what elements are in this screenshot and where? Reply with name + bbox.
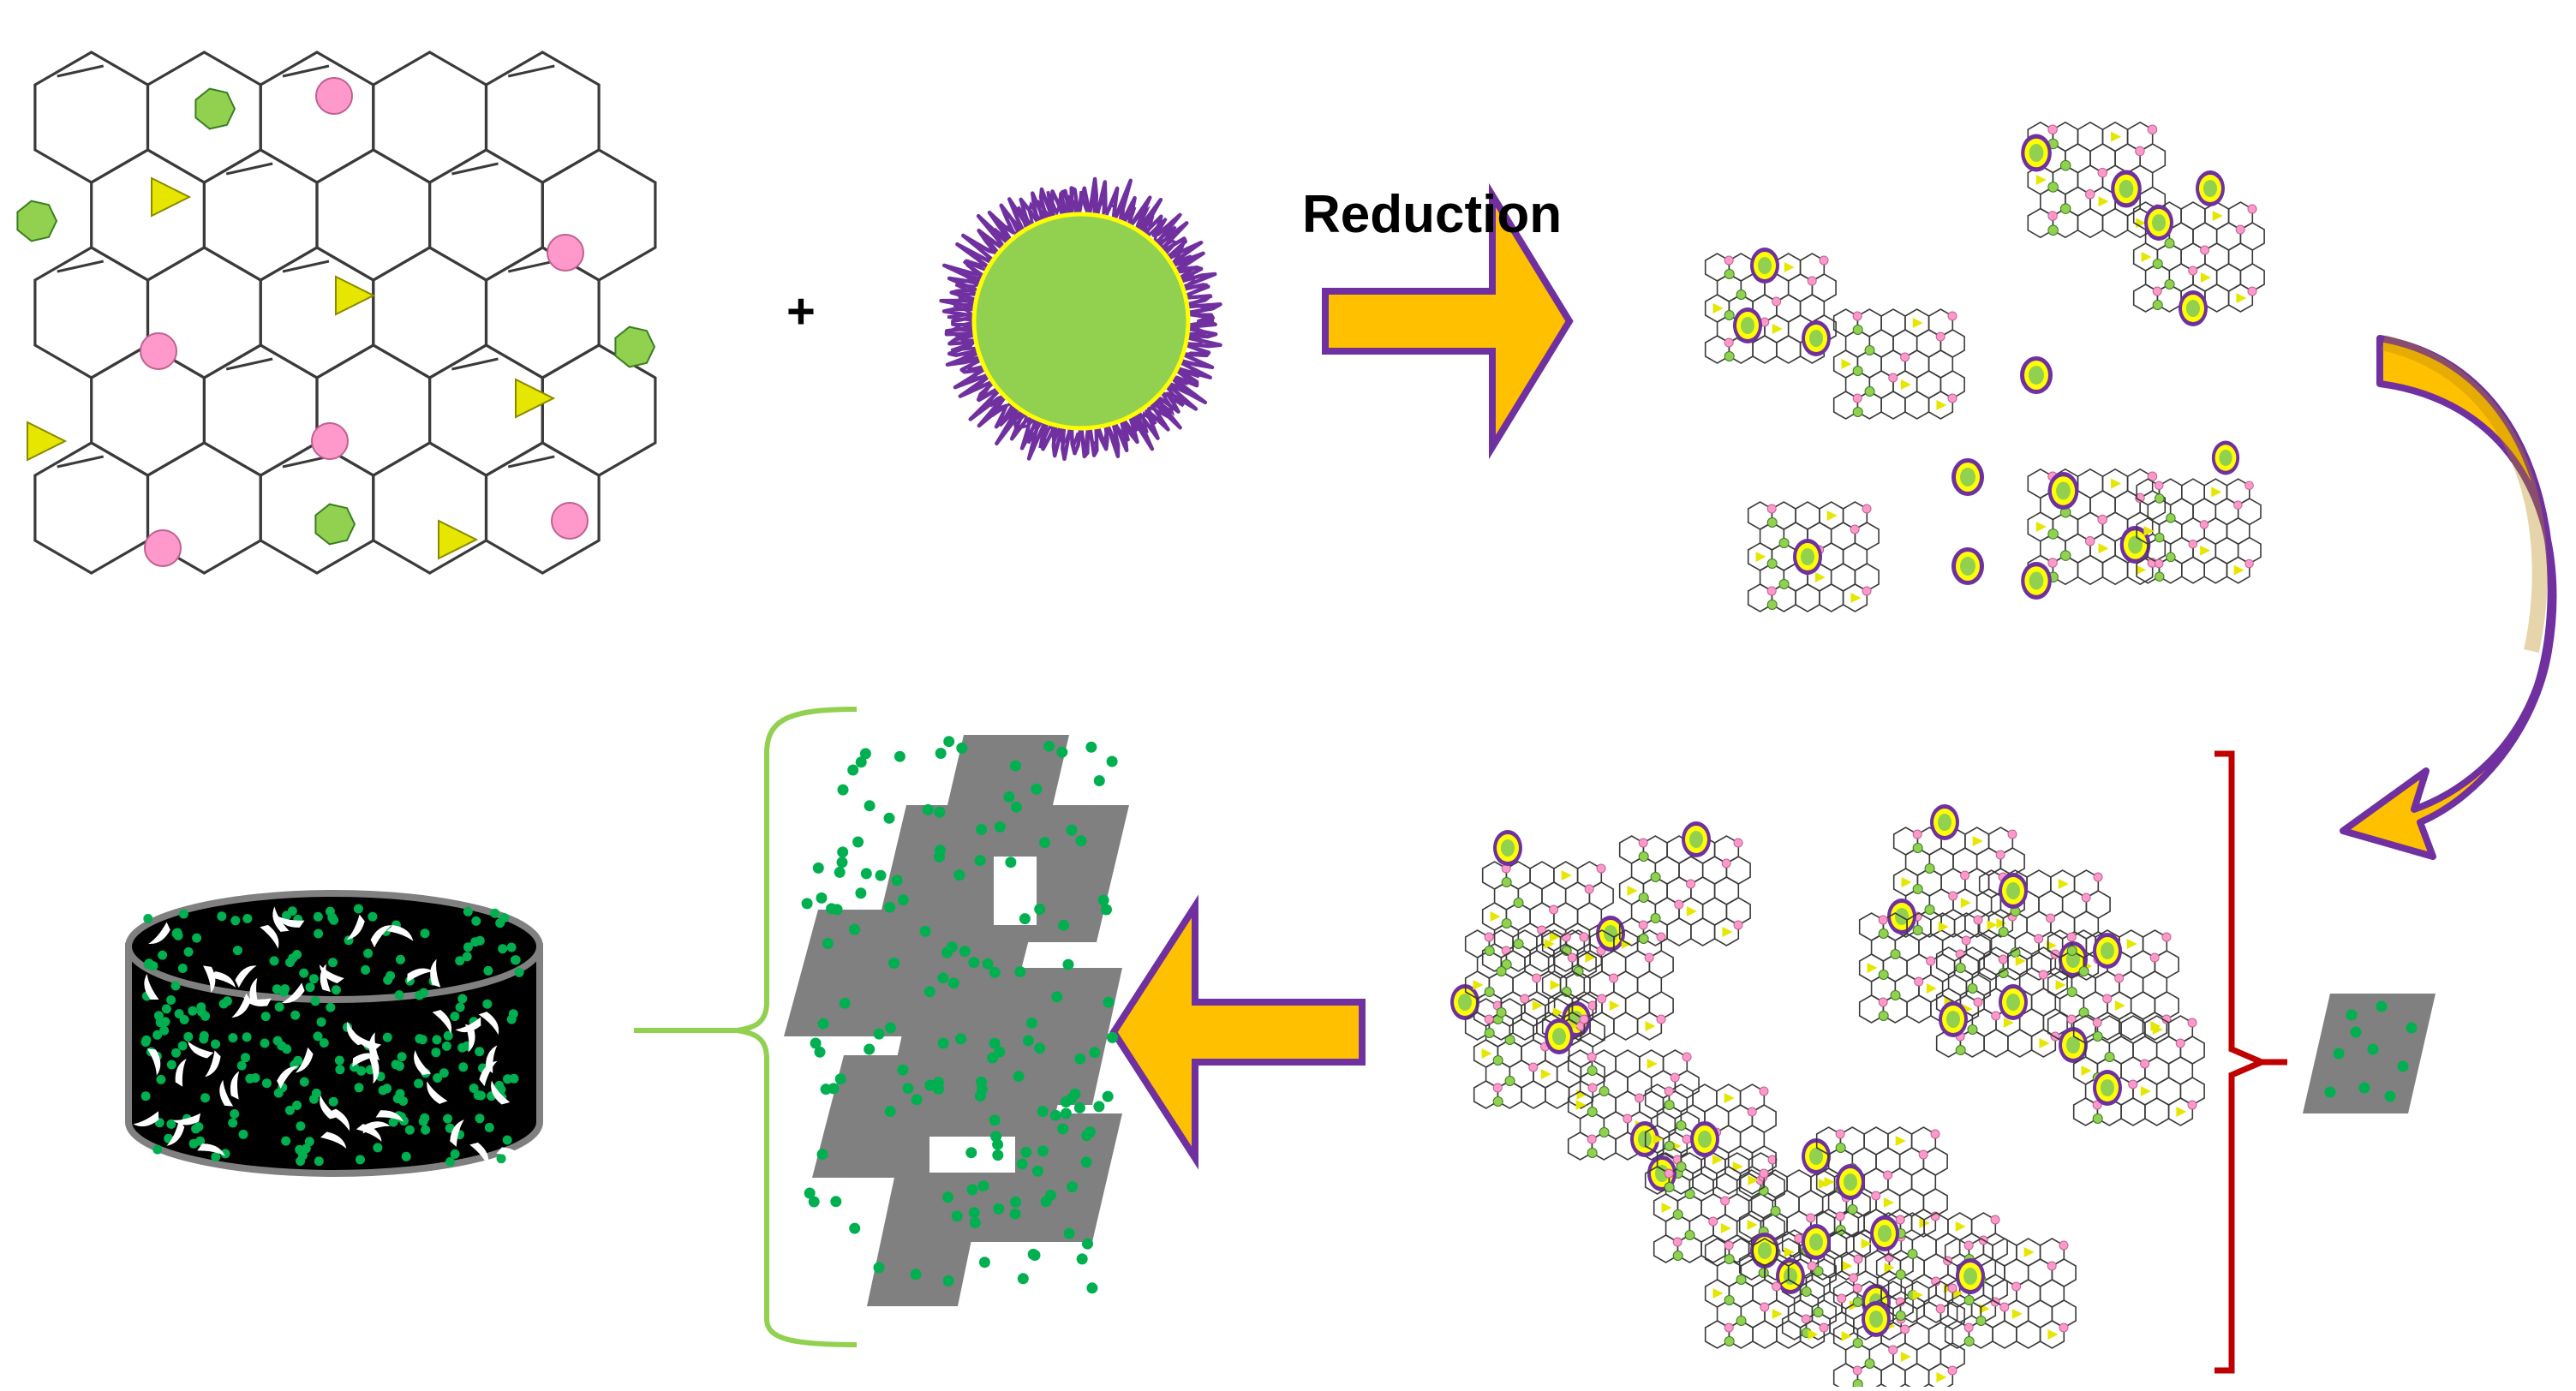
stacked-dotted-sheet-icon [784,735,1129,1306]
polymer-coated-nanoparticle-icon [939,176,1222,462]
graphene-oxide-lattice-icon [16,51,657,575]
assembly-arrow [1109,894,1366,1170]
green-bracket [634,707,858,1347]
decorated-sheet-cluster-icon [1704,121,2265,612]
reduction-arrow [1322,182,1574,460]
reduction-label: Reduction [1302,185,1563,244]
single-dotted-sheet-icon [2303,994,2436,1113]
decorated-sheet-stack-cluster [1450,804,2205,1391]
plus-sign: + [786,284,816,339]
curved-arrow [2340,335,2557,860]
composite-disc-icon [125,890,543,1177]
red-bracket [2214,750,2287,1374]
